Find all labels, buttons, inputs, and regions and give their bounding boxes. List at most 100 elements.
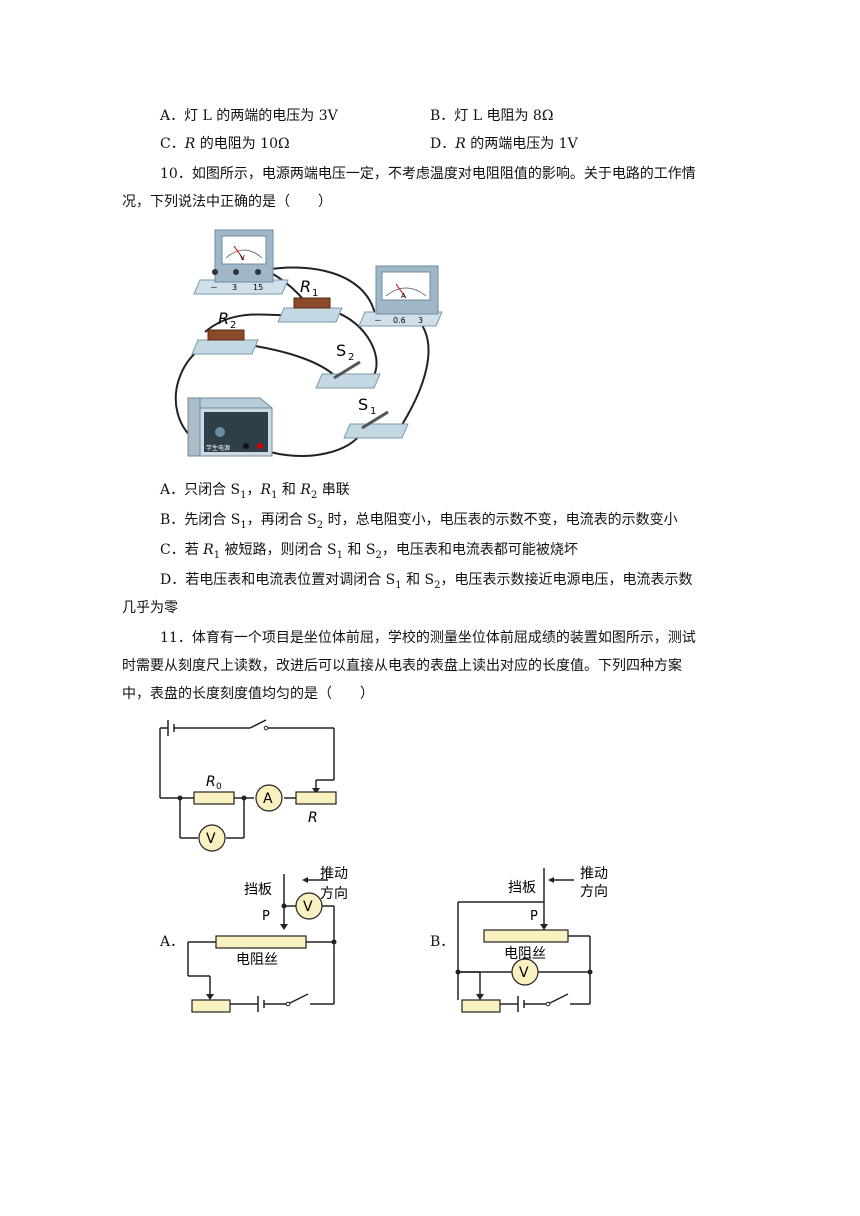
- q10-c-p3: 和 S: [342, 542, 376, 558]
- q10-c-s1: 1: [336, 549, 343, 561]
- resistor-r1: R 1: [277, 277, 343, 323]
- power-supply-label: 学生电源: [206, 444, 230, 452]
- r2-sub: 2: [230, 320, 236, 331]
- ammeter-terminal-3: 3: [418, 316, 423, 325]
- q11-stem-line3: 中，表盘的长度刻度值均匀的是（ ）: [122, 686, 374, 702]
- q10-option-a: A．只闭合 S1，R1 和 R2 串联: [160, 480, 350, 506]
- q9-option-b-text: B．灯 L 电阻为 8Ω: [430, 108, 554, 124]
- voltmeter-terminal-3: 3: [232, 283, 237, 292]
- option-b-push-label: 推动: [580, 866, 608, 882]
- voltmeter: V － 3 15: [193, 229, 289, 295]
- option-a-voltmeter: [295, 892, 323, 920]
- s2-sub: 2: [348, 352, 354, 363]
- q9-option-a-text: A．灯 L 的两端的电压为 3V: [160, 108, 338, 124]
- option-b-resistance-wire: [483, 929, 569, 943]
- q10-option-c: C．若 R1 被短路，则闭合 S1 和 S2，电压表和电流表都可能被烧坏: [160, 540, 578, 566]
- q10-d-s1: 1: [395, 579, 402, 591]
- q10-option-d: D．若电压表和电流表位置对调闭合 S1 和 S2，电压表示数接近电源电压，电流表…: [160, 570, 693, 596]
- q10-stem-line1: 10．如图所示，电源两端电压一定，不考虑温度对电阻阻值的影响。关于电路的工作情: [160, 166, 696, 182]
- q10-circuit-figure: V － 3 15 A － 0.6 3 R 1 R 2 S 2: [174, 229, 443, 457]
- q10-b-p2: ，再闭合 S: [246, 512, 317, 528]
- q9-option-c-var: R: [184, 136, 196, 152]
- voltmeter-symbol: [198, 824, 226, 852]
- option-a-voltmeter-letter: V: [303, 899, 313, 915]
- voltmeter-terminal-15: 15: [253, 283, 263, 292]
- voltmeter-terminal-neg: －: [210, 283, 218, 292]
- r0-sub: 0: [216, 782, 222, 792]
- q11-main-circuit: R 0 A R V: [159, 719, 337, 852]
- q10-a-p1: A．只闭合 S: [160, 482, 241, 498]
- q9-option-d: D．R 的两端电压为 1V: [430, 134, 578, 154]
- q11-stem-line1: 11．体育有一个项目是坐位体前屈，学校的测量坐位体前屈成绩的装置如图所示，测试: [160, 630, 696, 646]
- r2-label: R: [218, 309, 229, 328]
- q10-a-r1s: 1: [271, 489, 278, 501]
- option-b-wire-label: 电阻丝: [504, 946, 546, 962]
- r0-resistor: [193, 791, 235, 805]
- q10-a-s1: 1: [240, 489, 247, 501]
- q10-c-p1: C．若: [160, 542, 204, 558]
- power-supply: 学生电源: [186, 397, 274, 457]
- q9-option-b: B．灯 L 电阻为 8Ω: [430, 106, 553, 126]
- option-b-voltmeter: [511, 958, 539, 986]
- q10-a-r1: R: [260, 482, 272, 498]
- q10-option-d-line2: 几乎为零: [122, 600, 178, 616]
- q11-stem-line2: 时需要从刻度尺上读数，改进后可以直接从电表的表盘上读出对应的长度值。下列四种方案: [122, 658, 682, 674]
- s1-sub: 1: [370, 406, 376, 417]
- q10-a-p2: ，: [246, 482, 261, 498]
- r1-sub: 1: [312, 288, 318, 299]
- option-b-p-label: P: [530, 909, 538, 924]
- option-b-plate-label: 挡板: [508, 880, 536, 896]
- q10-b-s2: 2: [316, 519, 324, 531]
- ammeter-symbol: [255, 784, 283, 812]
- q10-a-r2: R: [300, 482, 311, 498]
- q11-option-a-label: A．: [160, 934, 185, 950]
- q10-d-p3: ，电压表示数接近电源电压，电流表示数: [440, 572, 693, 588]
- ammeter: A － 0.6 3: [358, 265, 443, 327]
- resistor-r2: R 2: [191, 309, 259, 355]
- q9-option-d-prefix: D．: [430, 136, 456, 152]
- q10-b-p3: 时，总电阻变小，电压表的示数不变，电流表的示数变小: [323, 512, 678, 528]
- option-a-rheostat: [191, 999, 231, 1013]
- ammeter-terminal-06: 0.6: [393, 316, 406, 325]
- option-b-voltmeter-letter: V: [519, 965, 529, 981]
- switch-s2: S 2: [315, 341, 381, 389]
- ammeter-letter: A: [401, 292, 406, 300]
- q10-b-p1: B．先闭合 S: [160, 512, 241, 528]
- option-a-push-label: 推动: [320, 866, 348, 882]
- q11-option-a-figure: V 挡板 推动 方向 P 电阻丝: [187, 866, 348, 1013]
- s1-label: S: [358, 395, 368, 414]
- q10-option-b: B．先闭合 S1，再闭合 S2 时，总电阻变小，电压表的示数不变，电流表的示数变…: [160, 510, 678, 536]
- q10-c-r1s: 1: [213, 549, 221, 561]
- q10-c-p2: 被短路，则闭合 S: [220, 542, 337, 558]
- q9-option-d-rest: 的两端电压为 1V: [465, 136, 578, 152]
- q10-c-s2: 2: [375, 549, 382, 561]
- q10-d-p1: D．若电压表和电流表位置对调闭合 S: [160, 572, 396, 588]
- option-b-rheostat: [461, 999, 501, 1013]
- r0-label: R: [206, 774, 216, 790]
- option-a-resistance-wire: [215, 935, 307, 949]
- ammeter-symbol-letter: A: [263, 791, 273, 807]
- q10-a-r2s: 2: [310, 489, 318, 501]
- option-a-plate-label: 挡板: [244, 882, 272, 898]
- r1-label: R: [300, 277, 311, 296]
- voltmeter-symbol-letter: V: [206, 831, 216, 847]
- q10-stem-line2: 况，下列说法中正确的是（ ）: [122, 194, 332, 210]
- r-label: R: [308, 810, 318, 826]
- q10-c-r1: R: [203, 542, 214, 558]
- q10-a-p3: 和: [277, 482, 301, 498]
- q10-b-s1: 1: [240, 519, 247, 531]
- ammeter-terminal-neg: －: [374, 316, 382, 325]
- q10-a-p4: 串联: [317, 482, 350, 498]
- switch-s1: S 1: [343, 395, 409, 439]
- q11-option-b-figure: V 挡板 推动 方向 P 电阻丝: [455, 866, 608, 1013]
- option-a-wire-label: 电阻丝: [236, 952, 278, 968]
- q9-option-d-var: R: [455, 136, 466, 152]
- option-a-direction-label: 方向: [320, 886, 348, 902]
- q9-option-c: C．R 的电阻为 10Ω: [160, 134, 290, 154]
- q10-d-s2: 2: [434, 579, 441, 591]
- q10-d-p2: 和 S: [401, 572, 435, 588]
- r-resistor: [295, 791, 337, 805]
- s2-label: S: [336, 341, 346, 360]
- option-b-direction-label: 方向: [580, 884, 608, 900]
- voltmeter-letter: V: [240, 254, 245, 262]
